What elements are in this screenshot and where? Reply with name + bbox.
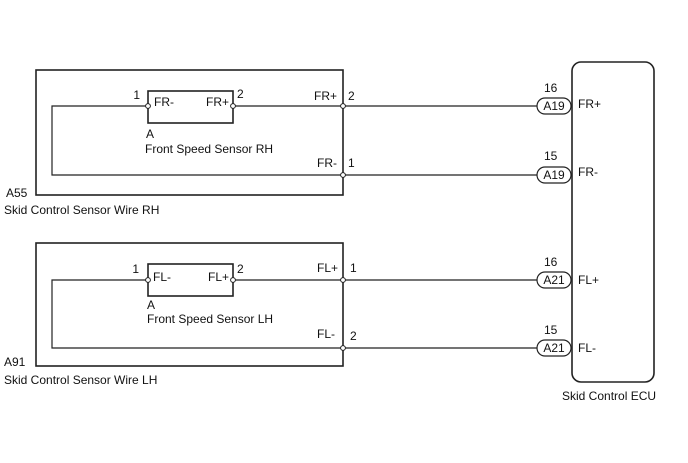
sensor-lh-pin2-label: FL+ [208, 270, 229, 284]
ecu-terminal-label: FL- [578, 341, 596, 355]
wire-rh-harness-box [35, 69, 344, 196]
wire-rh-out-top-pin: 2 [348, 89, 355, 103]
ecu-body [571, 61, 655, 383]
sensor-rh-pin1-terminal [145, 103, 151, 109]
sensor-rh-connector-code: A [146, 127, 154, 141]
ecu-connector-code: A19 [543, 99, 565, 113]
ecu-terminal-label: FR- [578, 165, 598, 179]
sensor-rh-name: Front Speed Sensor RH [145, 142, 273, 156]
wire-rh-name: Skid Control Sensor Wire RH [4, 203, 159, 217]
ecu-pin-number: 15 [544, 323, 558, 337]
sensor-lh-connector-code: A [147, 298, 155, 312]
wire-lh-out-bottom-label: FL- [317, 327, 335, 341]
wire-lh-out-top-pin: 1 [350, 261, 357, 275]
wire-lh-out-top-terminal [340, 277, 346, 283]
ecu-connector-badge [536, 166, 572, 184]
ecu-pin-number: 16 [544, 255, 558, 269]
ecu-terminal-label: FL+ [578, 273, 599, 287]
wire-lh-out-top-label: FL+ [317, 261, 338, 275]
wire-rh-code: A55 [6, 186, 28, 200]
wire-rh-out-bottom-terminal [340, 172, 346, 178]
wire-lh-out-bottom-terminal [340, 345, 346, 351]
sensor-rh-pin1-label: FR- [154, 95, 174, 109]
wire-rh-out-bottom-label: FR- [317, 156, 337, 170]
wire-rh-out-bottom-pin: 1 [348, 156, 355, 170]
ecu-connector-code: A21 [543, 341, 565, 355]
ecu-terminal-label: FR+ [578, 97, 601, 111]
sensor-lh-pin1-label: FL- [153, 270, 171, 284]
sensor-rh-pin1-number: 1 [133, 88, 140, 102]
wire-rh-loop-negative [51, 105, 343, 176]
wire-lh-out-bottom-pin: 2 [350, 329, 357, 343]
sensor-lh-pin1-terminal [145, 277, 151, 283]
sensor-lh-pin2-terminal [230, 277, 236, 283]
ecu-pin-number: 16 [544, 81, 558, 95]
wire-rh-out-top-label: FR+ [314, 89, 337, 103]
ecu-connector-badge [536, 339, 572, 357]
sensor-rh-pin2-number: 2 [237, 87, 244, 101]
wire-lh-loop-negative [51, 279, 343, 349]
sensor-lh-pin2-number: 2 [237, 262, 244, 276]
wire-lh-harness-box [35, 242, 344, 367]
wire-rh-out-top-terminal [340, 103, 346, 109]
sensor-rh-pin2-label: FR+ [206, 95, 229, 109]
ecu-connector-badge [536, 271, 572, 289]
sensor-lh-name: Front Speed Sensor LH [147, 312, 273, 326]
wire-lh-code: A91 [4, 355, 26, 369]
sensor-rh-pin2-terminal [230, 103, 236, 109]
ecu-connector-badge [536, 97, 572, 115]
sensor-lh-pin1-number: 1 [132, 262, 139, 276]
ecu-pin-number: 15 [544, 149, 558, 163]
ecu-name: Skid Control ECU [562, 389, 656, 403]
ecu-connector-code: A21 [543, 273, 565, 287]
wire-lh-name: Skid Control Sensor Wire LH [4, 373, 157, 387]
ecu-connector-code: A19 [543, 168, 565, 182]
